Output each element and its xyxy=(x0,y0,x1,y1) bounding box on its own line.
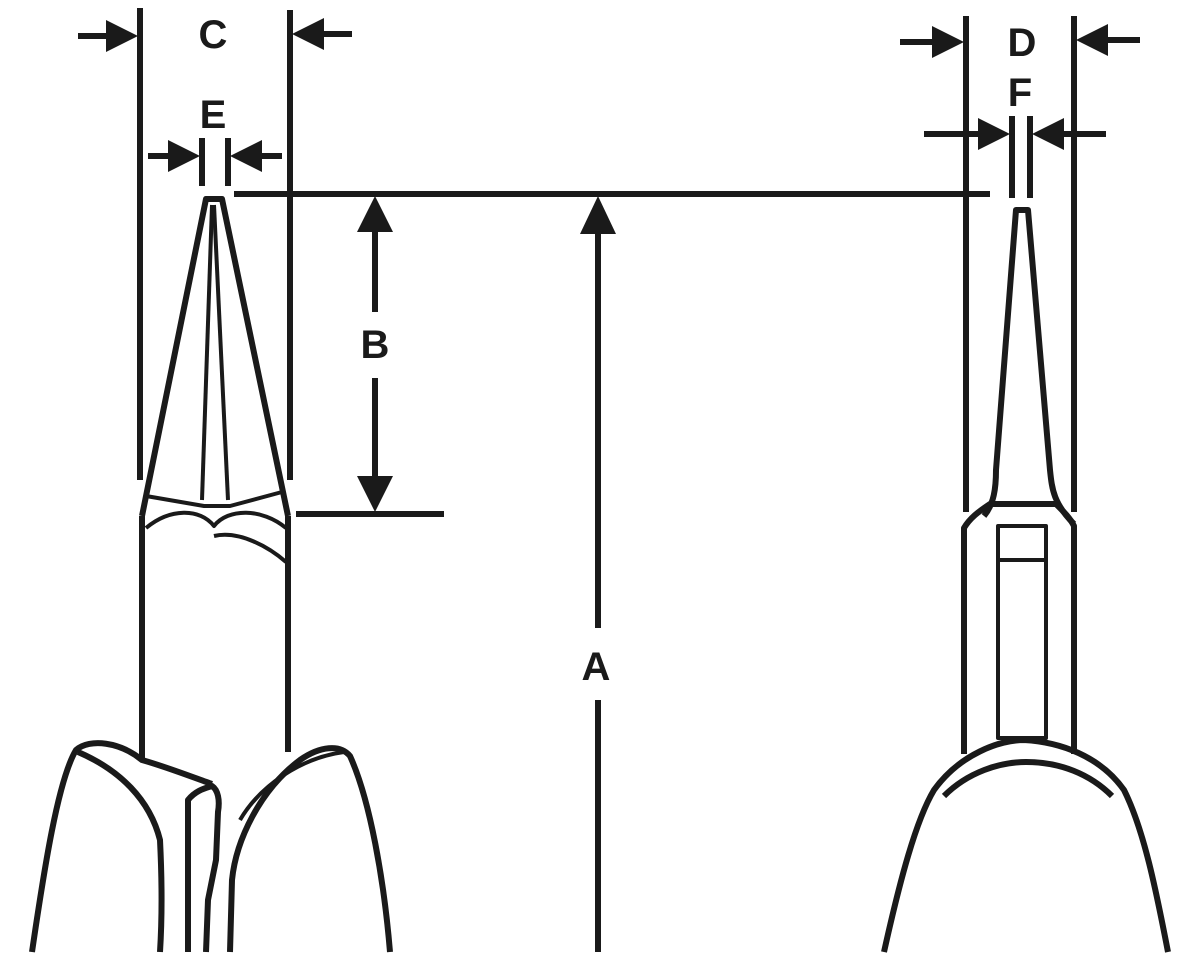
dimension-f xyxy=(924,116,1106,198)
label-d: D xyxy=(1008,21,1037,65)
dimension-d-arrow-right-icon xyxy=(1076,24,1108,56)
dimension-c xyxy=(78,8,352,480)
side-body-outline xyxy=(961,501,1077,754)
label-b: B xyxy=(361,323,390,367)
front-handle-left xyxy=(29,740,213,953)
front-handle-center xyxy=(185,783,222,953)
plier-side-view xyxy=(881,207,1171,953)
side-jaw-outline xyxy=(981,207,1077,527)
front-handle-right xyxy=(227,745,393,953)
dimension-e-arrow-right-icon xyxy=(230,140,262,172)
dimension-c-arrow-left-icon xyxy=(106,20,138,52)
side-handle-inner xyxy=(941,759,1115,799)
dimension-d-arrow-left-icon xyxy=(932,26,964,58)
dimension-b-arrow-up-icon xyxy=(357,196,393,232)
front-handle-left-inner xyxy=(76,749,165,953)
front-jaw-split-left xyxy=(200,204,214,501)
label-c: C xyxy=(199,13,228,57)
front-jaw-outline xyxy=(139,196,291,517)
side-slot xyxy=(996,524,1048,740)
dimension-e xyxy=(148,138,282,186)
plier-front-view xyxy=(29,196,393,953)
front-jaw-split-right xyxy=(212,204,230,501)
dimension-f-arrow-right-icon xyxy=(1032,118,1064,150)
front-jaw-bevel xyxy=(145,490,283,508)
dimension-b-arrow-down-icon xyxy=(357,476,393,512)
dimension-e-arrow-left-icon xyxy=(168,140,200,172)
label-e: E xyxy=(200,93,227,137)
dimension-b xyxy=(357,196,393,512)
dimension-a xyxy=(580,196,616,952)
dimension-a-arrow-up-icon xyxy=(580,196,616,234)
front-neck-curve xyxy=(213,532,288,564)
dimension-c-arrow-right-icon xyxy=(292,18,324,50)
front-neck-scallop xyxy=(144,510,288,530)
side-handle xyxy=(881,737,1171,953)
front-handle-right-inner xyxy=(238,750,345,822)
label-a: A xyxy=(582,645,611,689)
label-f: F xyxy=(1008,71,1032,115)
dimension-d xyxy=(900,16,1140,512)
dimension-f-arrow-left-icon xyxy=(978,118,1010,150)
